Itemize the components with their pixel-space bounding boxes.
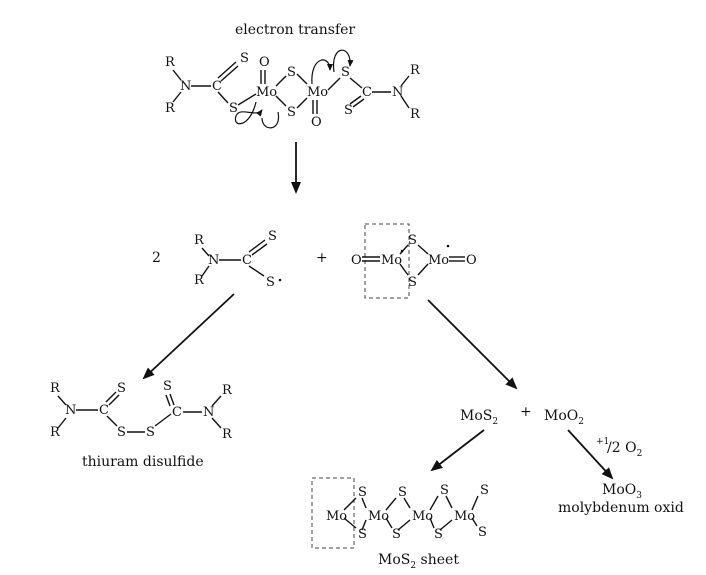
electron-transfer-label: electron transfer bbox=[235, 22, 355, 38]
atom-r: R bbox=[222, 383, 233, 398]
atom-s: S bbox=[268, 229, 277, 244]
arrow-to-moo3 bbox=[567, 429, 614, 480]
middle-row: 2 R R N C S S + O Mo S S bbox=[152, 223, 477, 299]
atom-mo: Mo bbox=[428, 253, 449, 268]
plus-sign: + bbox=[520, 404, 532, 420]
moo2-formula: MoO2 bbox=[544, 408, 584, 427]
molybdenum-trioxide: MoO3 molybdenum oxid bbox=[558, 482, 684, 516]
atom-s: S bbox=[440, 483, 449, 498]
atom-n: N bbox=[392, 85, 403, 100]
atom-mo: Mo bbox=[412, 509, 433, 524]
highlight-box bbox=[311, 477, 355, 549]
atom-r: R bbox=[194, 233, 205, 248]
moo3-formula: MoO3 bbox=[602, 482, 642, 501]
atom-r: R bbox=[165, 101, 176, 116]
atom-s: S bbox=[117, 381, 126, 396]
atom-n: N bbox=[180, 79, 191, 94]
atom-s: S bbox=[163, 379, 172, 394]
arrow-to-thiuram bbox=[142, 293, 235, 380]
atom-c: C bbox=[172, 405, 182, 420]
atom-s: S bbox=[287, 105, 296, 120]
atom-r: R bbox=[410, 107, 421, 122]
atom-r: R bbox=[222, 427, 233, 442]
atom-s: S bbox=[480, 483, 489, 498]
atom-o: O bbox=[259, 55, 270, 70]
plus-sign: + bbox=[316, 250, 328, 266]
arrow-to-mos2-sheet bbox=[430, 429, 485, 472]
atom-c: C bbox=[242, 253, 252, 268]
atom-n: N bbox=[65, 403, 76, 418]
atom-s: S bbox=[408, 233, 417, 248]
atom-o: O bbox=[311, 115, 322, 130]
atom-c: C bbox=[212, 79, 222, 94]
atom-r: R bbox=[410, 63, 421, 78]
stoich-coefficient: 2 bbox=[152, 250, 161, 266]
atom-mo: Mo bbox=[256, 85, 277, 100]
dimolybdenum-oxo: O Mo S S Mo O bbox=[351, 223, 477, 299]
atom-mo: Mo bbox=[307, 85, 328, 100]
mos2-sheet: Mo S S Mo S S Mo S S Mo S S MoS2 sheet bbox=[311, 477, 489, 571]
dithiocarbamate-radical: R R N C S S bbox=[194, 229, 282, 290]
products-row: MoS2 + MoO2 bbox=[460, 404, 584, 427]
molybdenum-oxid-label: molybdenum oxid bbox=[558, 500, 684, 516]
atom-o: O bbox=[351, 253, 362, 268]
atom-mo: Mo bbox=[454, 509, 475, 524]
atom-o: O bbox=[466, 253, 477, 268]
half-o2-sup: +1 bbox=[596, 437, 609, 447]
atom-s: S bbox=[117, 425, 126, 440]
atom-c: C bbox=[362, 85, 372, 100]
arrow-to-mos2 bbox=[427, 299, 518, 390]
atom-mo: Mo bbox=[368, 509, 389, 524]
atom-s: S bbox=[344, 103, 353, 118]
atom-s: S bbox=[240, 51, 249, 66]
half-o2-label: /2 O2 bbox=[607, 440, 642, 459]
atom-mo: Mo bbox=[381, 253, 402, 268]
atom-s: S bbox=[478, 525, 487, 540]
atom-s: S bbox=[229, 101, 238, 116]
atom-n: N bbox=[203, 405, 214, 420]
atom-c: C bbox=[99, 403, 109, 418]
atom-s: S bbox=[392, 527, 401, 542]
top-molybdenum-complex: electron transfer R R N C S S Mo O S S M… bbox=[165, 22, 421, 130]
atom-s: S bbox=[358, 485, 367, 500]
atom-n: N bbox=[208, 253, 219, 268]
thiuram-disulfide: R R N C S S S S C N R R thiuram disulfid… bbox=[50, 379, 233, 470]
atom-r: R bbox=[194, 273, 205, 288]
atom-s: S bbox=[341, 65, 350, 80]
atom-s: S bbox=[358, 527, 367, 542]
atom-r: R bbox=[165, 55, 176, 70]
atom-s: S bbox=[266, 275, 275, 290]
thiuram-disulfide-label: thiuram disulfide bbox=[82, 454, 204, 470]
atom-r: R bbox=[50, 425, 61, 440]
atom-s: S bbox=[287, 65, 296, 80]
mos2-formula: MoS2 bbox=[460, 408, 498, 427]
atom-s: S bbox=[398, 485, 407, 500]
atom-mo: Mo bbox=[326, 509, 347, 524]
atom-s: S bbox=[408, 275, 417, 290]
atom-s: S bbox=[146, 425, 155, 440]
atom-s: S bbox=[434, 527, 443, 542]
mos2-sheet-label: MoS2 sheet bbox=[378, 552, 459, 571]
atom-r: R bbox=[50, 381, 61, 396]
